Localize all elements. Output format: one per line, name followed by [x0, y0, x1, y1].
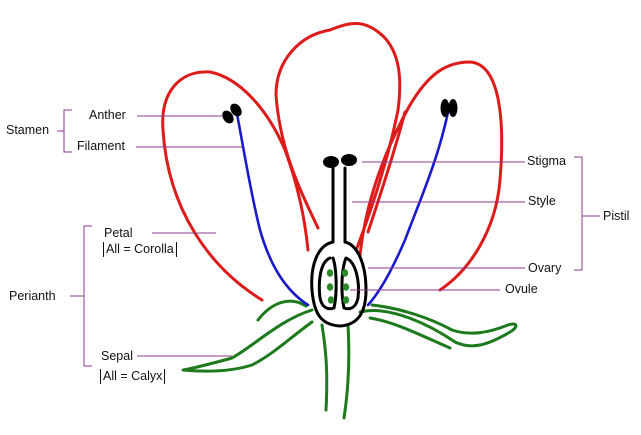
right-filament	[366, 110, 450, 307]
ovule	[326, 283, 334, 291]
right-petal-inner-edge	[366, 110, 407, 234]
ovule	[342, 296, 350, 304]
label-perianth: Perianth	[9, 289, 56, 303]
ovary-right-chamber	[340, 256, 360, 311]
label-style: Style	[528, 194, 556, 208]
right-petal	[358, 60, 504, 292]
stigma-left	[323, 156, 339, 168]
label-corolla-note: All = Corolla	[103, 242, 177, 257]
ovule	[342, 283, 350, 291]
style	[331, 166, 347, 244]
label-stamen: Stamen	[6, 123, 50, 137]
left-sepal-top	[256, 299, 308, 322]
right-anther-lobe	[448, 99, 458, 117]
label-sepal: Sepal	[101, 349, 133, 363]
right-anther	[440, 99, 450, 117]
left-anther	[222, 110, 234, 124]
label-ovule: Ovule	[505, 282, 538, 296]
label-filament: Filament	[77, 139, 125, 153]
label-anther: Anther	[89, 108, 126, 122]
stigma-right	[341, 154, 357, 166]
center-sepal-stem-2	[342, 323, 351, 420]
right-sepal-inner	[368, 316, 452, 350]
center-sepal-stem	[320, 323, 329, 412]
label-ovary: Ovary	[528, 261, 562, 275]
center-petal	[274, 21, 402, 250]
ovule	[327, 296, 335, 304]
left-sepal	[181, 308, 314, 373]
ovule	[326, 269, 334, 277]
label-calyx-note: All = Calyx	[100, 369, 166, 384]
pistil-bracket	[574, 156, 600, 271]
ovary	[310, 240, 368, 328]
ovule	[341, 269, 349, 277]
perianth-bracket	[70, 225, 92, 367]
left-filament	[235, 112, 310, 307]
stamen-bracket	[57, 109, 72, 153]
label-petal: Petal	[104, 226, 133, 240]
right-sepal	[358, 303, 518, 348]
label-stigma: Stigma	[527, 154, 566, 168]
label-pistil: Pistil	[603, 209, 630, 223]
ovary-left-chamber	[317, 256, 338, 311]
left-anther-lobe	[230, 103, 242, 117]
